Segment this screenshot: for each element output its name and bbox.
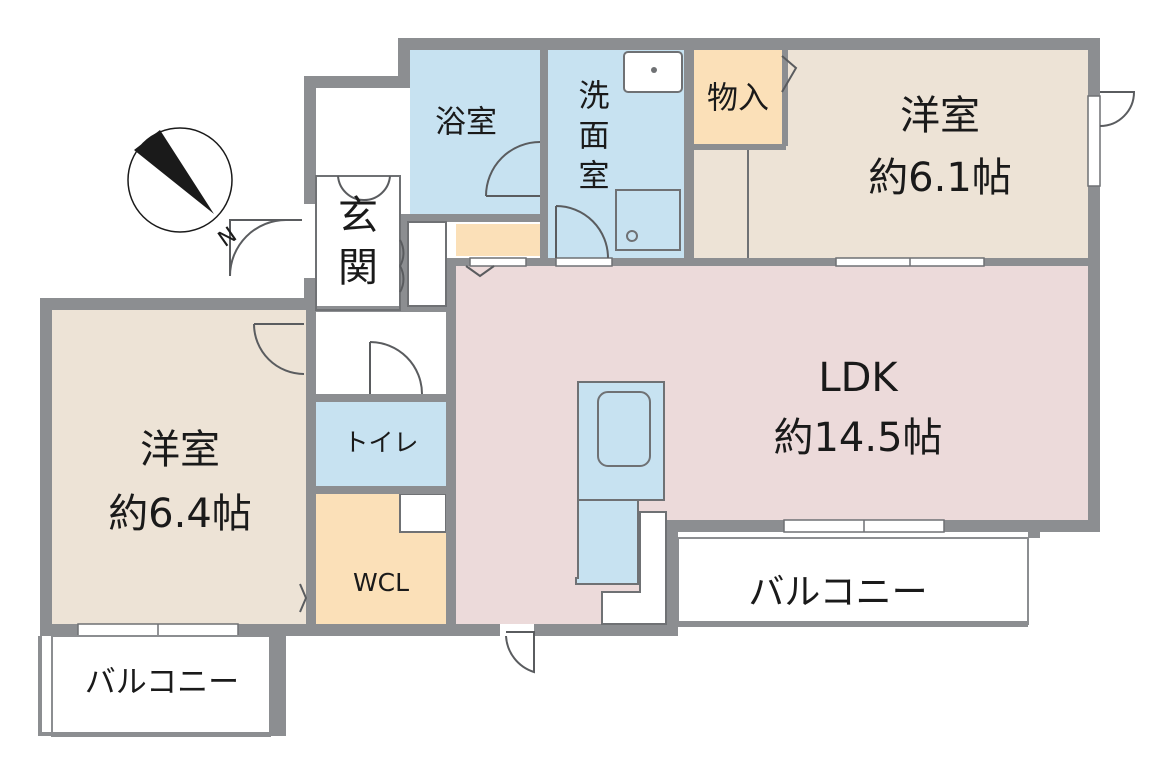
room-name-washroom-3: 室 [579,159,610,195]
balcony-right-label: バルコニー [748,572,927,613]
room-name-bath: 浴室 [435,105,497,141]
windows [77,95,1101,637]
room-name-washroom-2: 面 [579,119,610,155]
basin-drain [651,67,657,73]
room-name-storage: 物入 [707,81,769,117]
balcony-left-label: バルコニー [85,665,239,701]
room-name-washroom-1: 洗 [579,79,610,115]
outer-walls [40,38,1100,736]
room-name-western-2: 洋室 [900,93,980,139]
kitchen-counter [575,381,667,625]
room-name-toilet: トイレ [343,428,418,457]
compass-needle-icon [134,130,214,214]
compass: N [127,127,242,253]
toilet-floor [316,402,446,486]
storage-floor [694,50,782,146]
room-size-ldk: 約14.5帖 [773,415,942,461]
room-size-western-1: 約6.4帖 [108,491,252,537]
room-name-entrance-2: 関 [338,245,378,291]
wcl-inner-box [399,493,447,533]
doors [229,55,1136,674]
washer-drain [626,230,638,242]
room-size-western-2: 約6.1帖 [868,155,1012,201]
room-name-entrance-1: 玄 [338,193,378,239]
room-name-ldk: LDK [818,355,899,401]
room-name-wcl: WCL [353,568,409,597]
room-name-western-1: 洋室 [140,427,220,473]
balcony-right-area [677,537,1029,625]
small-shelf-floor [456,224,540,256]
bath-floor [410,50,540,214]
washer-pan [615,189,681,251]
western-room-1-floor [52,310,306,624]
